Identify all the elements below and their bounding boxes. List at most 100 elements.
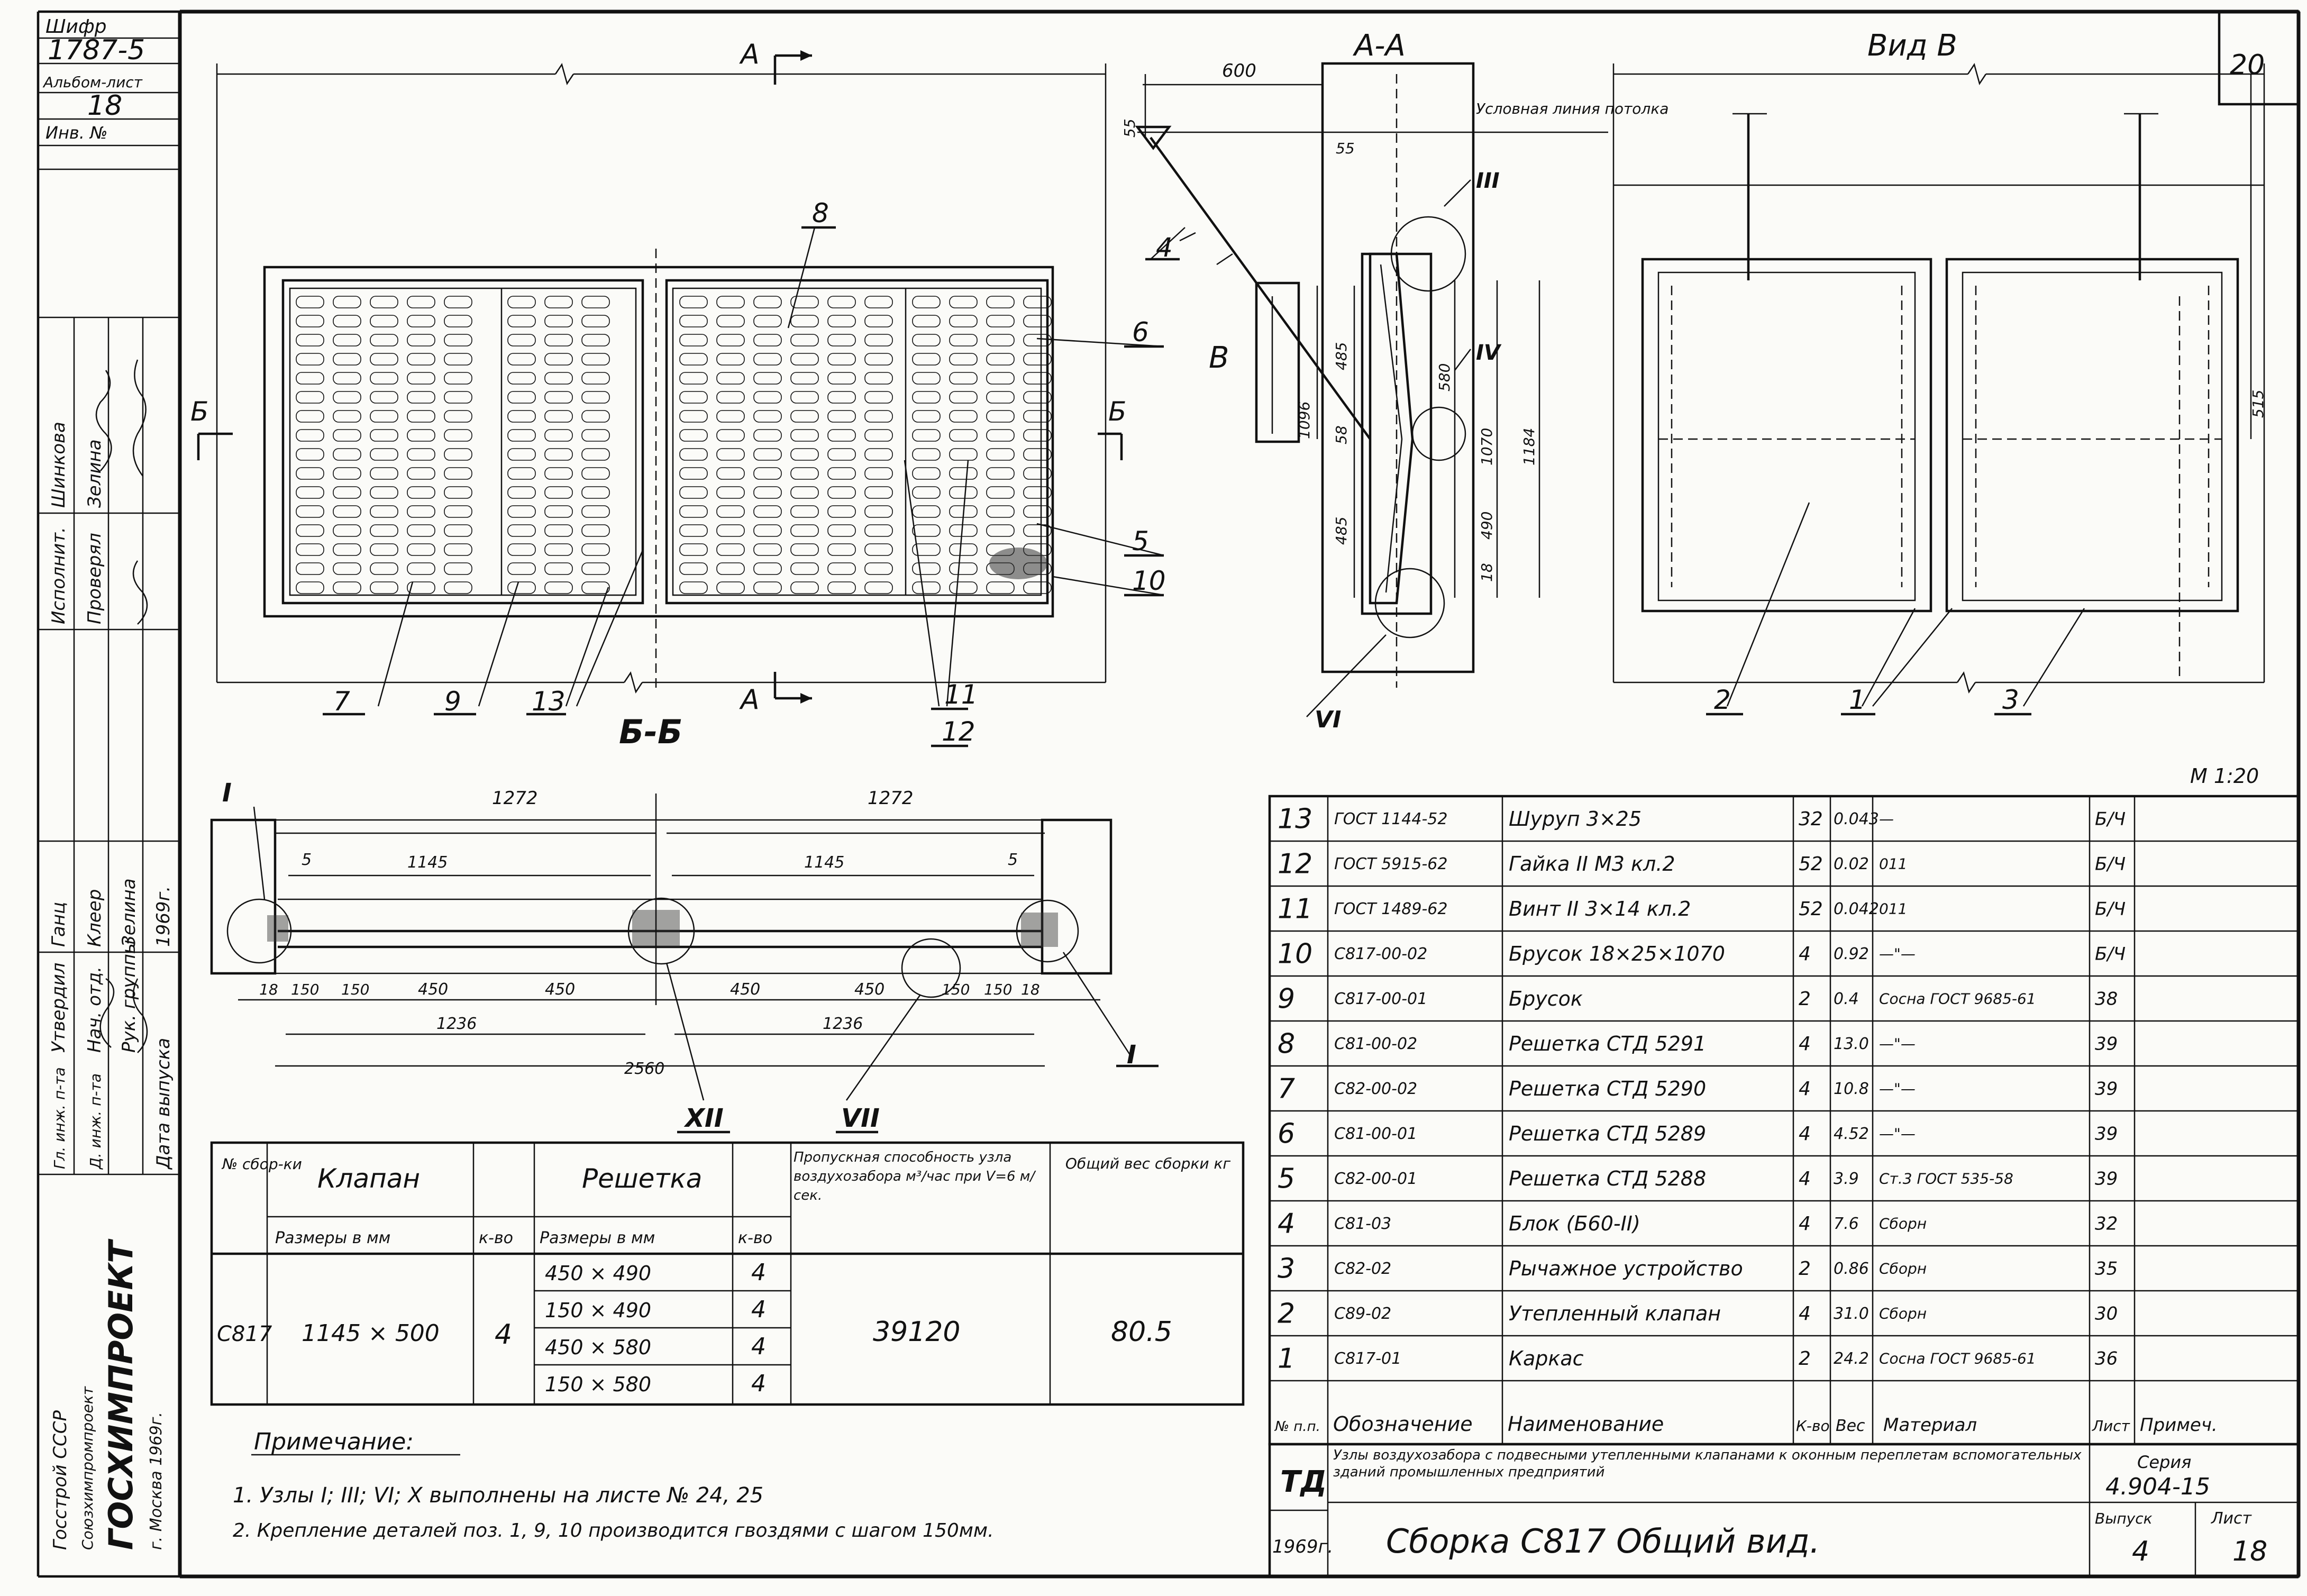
spec-cell-mat: Сборн (1879, 1215, 1927, 1232)
grille-slot (444, 410, 472, 423)
grille-slot (716, 505, 745, 518)
scale: М 1:20 (2190, 764, 2259, 788)
spec-cell-name: Блок (Б60-II) (1509, 1212, 1640, 1235)
section-aa (1135, 62, 1608, 717)
grille-slot (444, 448, 472, 461)
callout-6: 6 (1132, 317, 1149, 348)
dim-150c: 150 (942, 981, 970, 998)
dim-1272a: 1272 (492, 788, 538, 809)
grille-slot (296, 524, 324, 537)
code-value: 1787-5 (48, 34, 145, 66)
grille-slot (986, 524, 1015, 537)
grille-slot (716, 486, 745, 499)
node-iii: III (1476, 169, 1500, 193)
spec-cell-mat: Сборн (1879, 1260, 1927, 1277)
grille-slot (407, 410, 435, 423)
grille-slot (370, 429, 398, 442)
grille-slot (544, 524, 573, 537)
spec-cell-name: Винт II 3×14 кл.2 (1509, 897, 1691, 920)
grille-slot (827, 581, 856, 594)
grille-slot (912, 296, 941, 308)
grille-slot (679, 296, 708, 308)
album-sheet-value: 18 (87, 90, 122, 122)
handwritten-signatures (95, 359, 148, 1053)
grille-slot (986, 334, 1015, 346)
grille-slot (370, 581, 398, 594)
callout-1: 1 (1849, 685, 1866, 715)
spec-cell-pos: 11 (1278, 893, 1312, 925)
grille-slot (716, 562, 745, 575)
grille-slot (507, 296, 536, 308)
spec-cell-qty: 4 (1799, 1213, 1811, 1235)
grille-slot (333, 372, 361, 385)
grille-slot (949, 486, 978, 499)
grille-slot (370, 353, 398, 366)
grille-slot (679, 334, 708, 346)
grille-slot (790, 296, 819, 308)
grille-slot (407, 562, 435, 575)
grille-slot (444, 353, 472, 366)
spec-cell-sheet: 39 (2095, 1078, 2118, 1099)
front-view-label: Б-Б (619, 713, 682, 751)
grille-slot (296, 315, 324, 327)
grille-slot (864, 391, 893, 404)
grille-slot (949, 448, 978, 461)
grille-slot (790, 315, 819, 327)
grille-slot (370, 296, 398, 308)
grille-slot (370, 372, 398, 385)
grille-slot (716, 543, 745, 556)
grille-slot (790, 372, 819, 385)
sheet-frame (37, 10, 2301, 1579)
grille-slot (716, 391, 745, 404)
grille-slot (1023, 524, 1052, 537)
sig-name-1: Шинкова (48, 422, 69, 508)
spec-cell-mat: Сосна ГОСТ 9685-61 (1879, 990, 2036, 1007)
asm-klapan-qty: 4 (495, 1319, 512, 1351)
callout-4: 4 (1156, 232, 1173, 263)
spec-cell-mat: —"— (1879, 945, 1916, 962)
grille-slot (1023, 486, 1052, 499)
cut-a-bottom: А (739, 684, 760, 716)
grille-slot (507, 581, 536, 594)
grille-slot (333, 543, 361, 556)
front-view-texts: А А Б Б Б-Б 7 9 13 8 6 5 10 11 12 (190, 39, 1166, 751)
grille-slot (864, 486, 893, 499)
spec-cell-name: Брусок 18×25×1070 (1509, 942, 1725, 965)
spec-h-qty: К-во (1796, 1417, 1830, 1435)
dim-1145a: 1145 (407, 853, 448, 872)
grille-slot (949, 429, 978, 442)
grille-slot (507, 543, 536, 556)
grille-slot (333, 296, 361, 308)
grille-slot (407, 372, 435, 385)
grille-slot (986, 353, 1015, 366)
grille-slot (753, 391, 782, 404)
grille-slot (444, 296, 472, 308)
dim-1070: 1070 (1478, 428, 1496, 466)
grille-slot (333, 410, 361, 423)
grille-slot (679, 486, 708, 499)
dim-18: 18 (1478, 563, 1496, 582)
asm-grille-1-size: 450 × 490 (545, 1262, 651, 1285)
bottom-title-block (1268, 1443, 2300, 1578)
grille-slot (507, 410, 536, 423)
asm-grille-2-size: 150 × 490 (545, 1299, 651, 1322)
spec-cell-qty: 4 (1799, 1078, 1811, 1100)
spec-cell-qty: 4 (1799, 1033, 1811, 1055)
asm-weight: 80.5 (1111, 1316, 1172, 1348)
spec-cell-mat: Ст.3 ГОСТ 535-58 (1879, 1170, 2013, 1187)
spec-cell-w: 0.02 (1834, 855, 1869, 873)
grille-slot (679, 543, 708, 556)
grille-slot (333, 429, 361, 442)
grille-slot (370, 562, 398, 575)
grille-slot (1023, 315, 1052, 327)
grille-slot (986, 486, 1015, 499)
spec-cell-qty: 2 (1799, 1348, 1811, 1370)
grille-slot (827, 486, 856, 499)
spec-h-code: Обозначение (1333, 1412, 1473, 1436)
grille-slot (296, 296, 324, 308)
grille-slot (544, 353, 573, 366)
sig-left-1: Гл. инж. п-та (51, 1067, 68, 1169)
spec-cell-pos: 12 (1278, 849, 1312, 880)
drawing-description: Узлы воздухозабора с подвесными утепленн… (1333, 1447, 2082, 1480)
sig-name-5: Зелина (118, 878, 140, 947)
